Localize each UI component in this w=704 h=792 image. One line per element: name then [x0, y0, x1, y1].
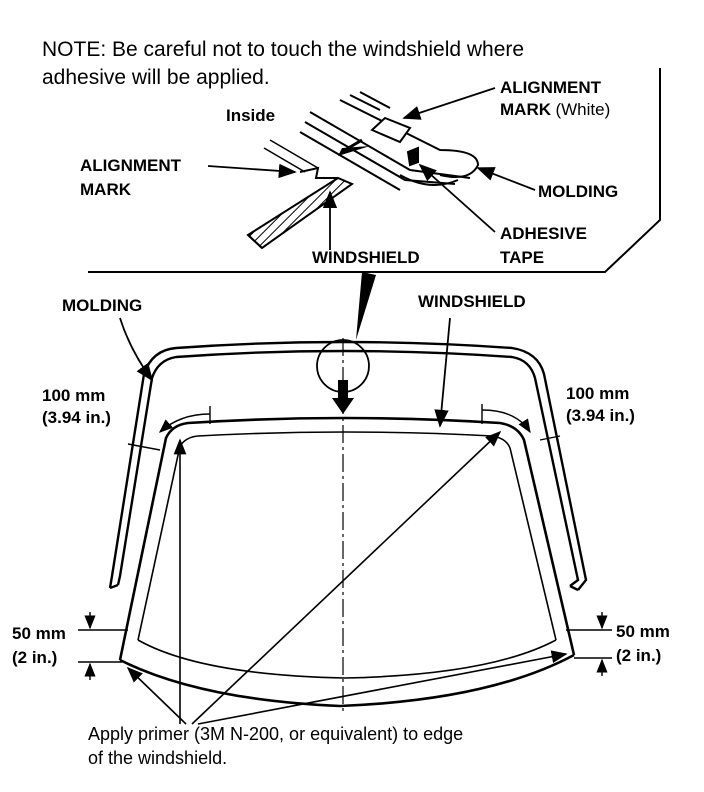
caption-line-2: of the windshield. — [88, 748, 228, 768]
inside-direction-arrow — [338, 146, 370, 156]
dim-right-top-label-2: (3.94 in.) — [566, 406, 635, 425]
inside-direction-stem — [344, 138, 363, 152]
main-windshield-label: WINDSHIELD — [418, 292, 526, 311]
dim-100-left — [127, 406, 211, 451]
alignment-mark-white-label-1: ALIGNMENT — [500, 78, 602, 97]
detail-callout-frame — [88, 68, 661, 273]
dim-right-bottom-label-2: (2 in.) — [616, 646, 662, 665]
dim-50-left — [78, 612, 128, 680]
inside-label: Inside — [226, 106, 276, 125]
detail-windshield-label: WINDSHIELD — [312, 248, 420, 267]
dim-left-top-label-1: 100 mm — [42, 386, 106, 405]
detail-leaders — [207, 87, 536, 250]
alignment-mark-white-label-3: (White) — [555, 100, 611, 119]
windshield-outline — [118, 416, 576, 708]
detail-molding-section — [299, 91, 480, 191]
note-line-2: adhesive will be applied. — [42, 66, 270, 89]
note-line-1: NOTE: Be careful not to touch the windsh… — [42, 38, 525, 61]
alignment-mark-label-1: ALIGNMENT — [80, 156, 182, 175]
center-arrow — [332, 380, 354, 414]
dim-50-right — [566, 612, 612, 676]
dim-left-bottom-label-2: (2 in.) — [12, 648, 58, 667]
adhesive-tape-label-1: ADHESIVE — [500, 224, 587, 243]
alignment-mark-white-label-2: MARK — [500, 100, 551, 119]
dim-left-top-label-2: (3.94 in.) — [42, 408, 111, 427]
detail-molding-label: MOLDING — [538, 182, 619, 201]
dim-right-bottom-label-1: 50 mm — [616, 622, 670, 641]
dim-100-right — [481, 404, 561, 441]
outer-molding — [108, 340, 588, 592]
dim-right-top-label-1: 100 mm — [566, 384, 630, 403]
detail-glass-section — [246, 139, 355, 250]
alignment-mark-label-2: MARK — [80, 180, 131, 199]
adhesive-tape-label-2: TAPE — [500, 248, 545, 267]
callout-pointer — [356, 272, 376, 340]
alignment-mark-white-label: MARK (White) — [500, 100, 610, 120]
caption-line-1: Apply primer (3M N-200, or equivalent) t… — [88, 724, 464, 744]
primer-leaders — [126, 430, 568, 725]
dim-left-bottom-label-1: 50 mm — [12, 624, 66, 643]
main-leaders — [119, 317, 451, 428]
main-molding-label: MOLDING — [62, 296, 143, 315]
